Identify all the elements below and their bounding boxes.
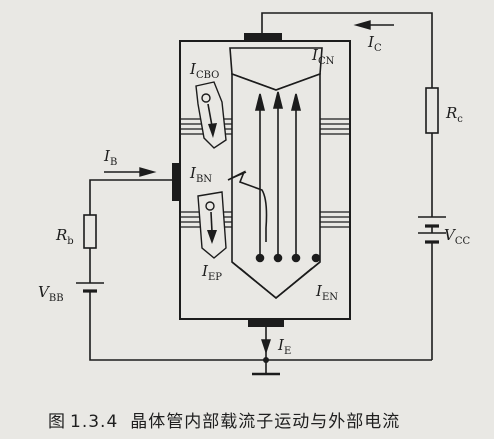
bottom-wire [89,304,432,361]
collector-terminal [244,33,282,42]
emitter-terminal [248,318,284,327]
electron-flow-band [229,47,323,300]
ib-arrow [104,167,157,177]
ic-arrow [353,20,394,30]
base-terminal [172,163,181,201]
label-ien: IEN [315,282,338,303]
label-ie: IE [277,336,291,357]
battery-vcc-icon [418,216,446,250]
label-vcc: VCC [444,226,470,247]
caption-title: 晶体管内部载流子运动与外部电流 [130,412,401,432]
icbo-arrow [195,81,227,149]
collector-wire [261,12,433,88]
iep-arrow [197,191,227,259]
caption-number: 1.3.4 [70,412,119,432]
junction-dot [263,357,269,363]
label-ic: IC [367,33,382,54]
resistor-rc [425,87,439,134]
label-vbb: VBB [38,283,64,304]
electron-arrows [254,91,321,263]
ie-arrow [261,339,271,355]
caption-figure-word: 图 [48,412,66,432]
base-wire [89,179,173,215]
label-icn: ICN [311,46,335,67]
label-ib: IB [103,147,117,168]
label-rc: Rc [445,104,463,125]
label-rb: Rb [55,226,74,247]
label-ibn: IBN [189,164,212,185]
label-iep: IEP [201,262,222,283]
resistor-rb [83,214,97,249]
battery-vbb-icon [76,282,104,304]
label-icbo: ICBO [189,60,219,81]
ibn-path [227,170,268,242]
